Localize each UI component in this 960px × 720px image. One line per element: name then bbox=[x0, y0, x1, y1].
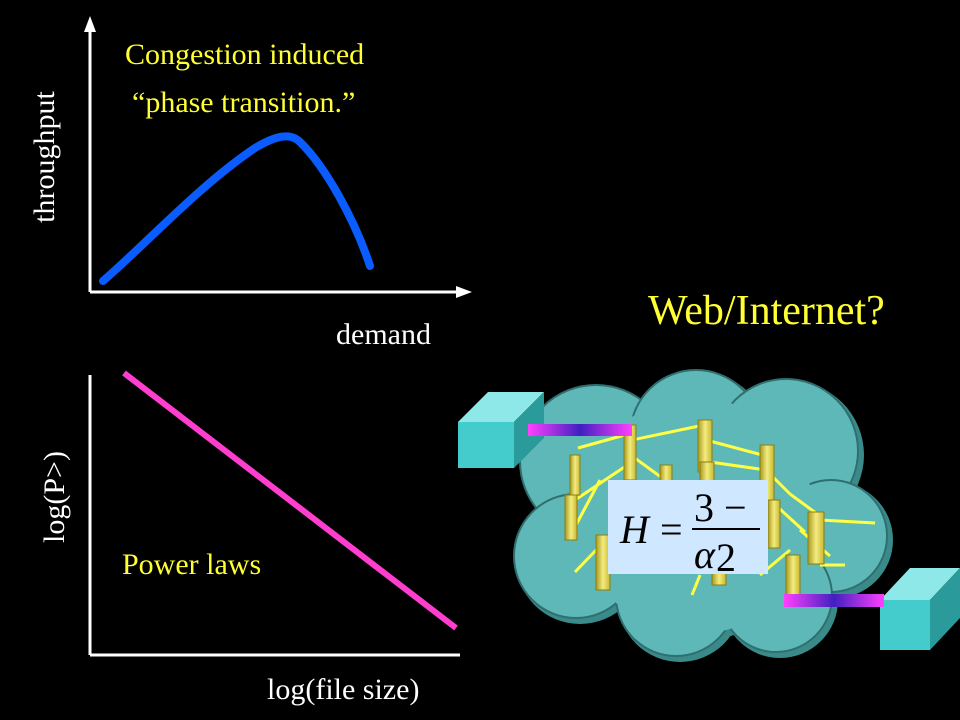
formula-numerator: 3 − α bbox=[694, 484, 768, 578]
formula-equals: = bbox=[660, 507, 683, 552]
host-cube-right bbox=[880, 568, 960, 650]
bottom-chart-axes bbox=[88, 375, 460, 657]
formula-denominator: 2 bbox=[716, 535, 736, 580]
cable-right bbox=[784, 594, 884, 607]
top-annotation-line2: “phase transition.” bbox=[132, 86, 356, 119]
bottom-annotation: Power laws bbox=[122, 548, 262, 581]
formula-numerator-prefix: 3 − bbox=[694, 485, 747, 530]
cable-left bbox=[528, 424, 632, 436]
power-law-line bbox=[122, 370, 458, 631]
formula-fraction-bar bbox=[692, 528, 760, 530]
top-xlabel: demand bbox=[336, 318, 431, 351]
bottom-xlabel: log(file size) bbox=[267, 673, 420, 706]
top-chart-axes bbox=[84, 16, 472, 298]
host-cube-left bbox=[458, 392, 544, 468]
formula-alpha: α bbox=[694, 532, 715, 577]
top-ylabel: throughput bbox=[28, 91, 61, 223]
top-annotation-line1: Congestion induced bbox=[125, 38, 365, 71]
throughput-curve bbox=[99, 132, 374, 285]
web-internet-title: Web/Internet? bbox=[648, 288, 885, 334]
bottom-ylabel: log(P>) bbox=[38, 451, 71, 543]
formula-lhs: H bbox=[620, 507, 649, 552]
hurst-formula: H = 3 − α 2 bbox=[608, 480, 768, 580]
